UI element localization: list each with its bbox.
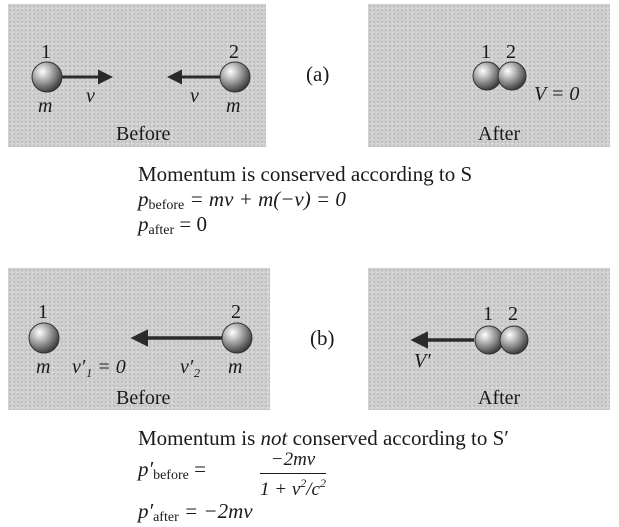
ball-2-velocity: v <box>190 85 199 107</box>
ball-1-number: 1 <box>41 41 51 63</box>
ball-1-number-b: 1 <box>38 301 48 323</box>
ball-1-a-before <box>31 61 63 93</box>
ball-2-mass-b: m <box>228 356 243 378</box>
fraction-denominator: 1 + v2/c2 <box>260 476 326 500</box>
before-label: Before <box>116 123 171 145</box>
caption-a: Momentum is conserved according to S <box>138 162 473 186</box>
ball-1-a-after <box>472 61 502 91</box>
panel-b-after <box>368 268 610 410</box>
ball-1-b-after <box>474 325 504 355</box>
panel-a-after <box>368 4 610 147</box>
ball-2-a-before <box>219 61 251 93</box>
ball-2-a-after <box>497 61 527 91</box>
ball-2-velocity-b: v′₂ <box>180 356 201 378</box>
ball-1-b-before <box>28 322 60 354</box>
ball-1-mass-b: m <box>36 356 51 378</box>
ball-2-number: 2 <box>229 41 239 63</box>
after-ball-2-number-b: 2 <box>508 303 518 325</box>
momentum-before-b-fraction: −2mv 1 + v2/c2 <box>260 449 326 501</box>
ball-2-mass: m <box>226 95 241 117</box>
after-ball-1-number: 1 <box>481 41 491 63</box>
before-label-b: Before <box>116 387 171 409</box>
ball-1-velocity-b: v′₁ = 0 <box>72 356 126 378</box>
after-label-b: After <box>478 387 521 409</box>
ball-2-b-before <box>221 322 253 354</box>
ball-2-b-after <box>499 325 529 355</box>
ball-1-velocity: v <box>86 85 95 107</box>
part-b-tag: (b) <box>310 326 335 350</box>
momentum-before-b: p′before = <box>138 457 206 483</box>
after-label: After <box>478 123 521 145</box>
momentum-after-a: pafter = 0 <box>138 212 207 238</box>
combined-velocity-b: V′ <box>414 350 431 372</box>
momentum-before-a: pbefore = mv + m(−v) = 0 <box>138 187 346 213</box>
momentum-after-b: p′after = −2mv <box>138 499 253 525</box>
fraction-numerator: −2mv <box>260 449 326 474</box>
after-ball-1-number-b: 1 <box>483 303 493 325</box>
caption-b: Momentum is not conserved according to S… <box>138 426 509 450</box>
after-ball-2-number: 2 <box>506 41 516 63</box>
ball-2-number-b: 2 <box>231 301 241 323</box>
combined-velocity: V = 0 <box>534 83 580 105</box>
part-a-tag: (a) <box>306 62 330 86</box>
ball-1-mass: m <box>38 95 53 117</box>
